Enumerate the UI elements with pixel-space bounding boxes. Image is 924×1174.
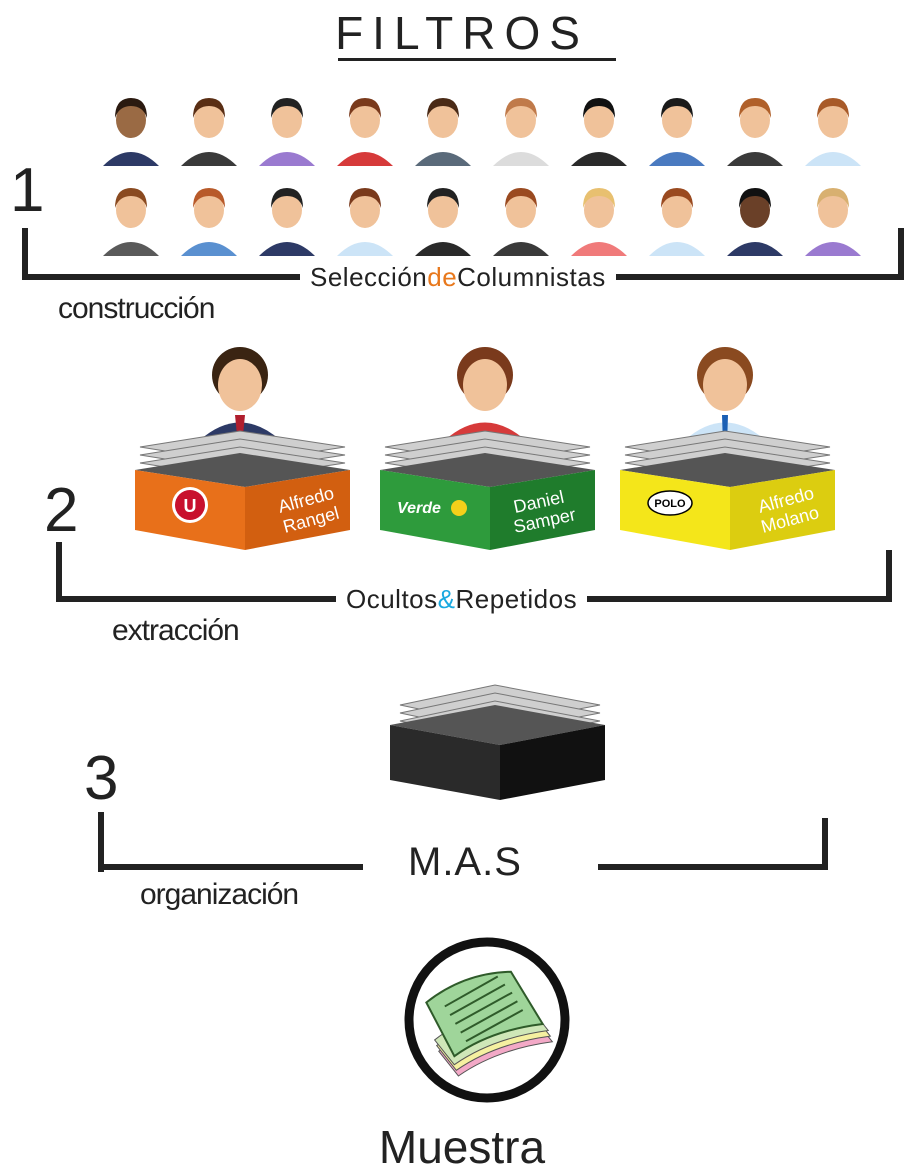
step3-title: M.A.S (408, 840, 522, 884)
columnists-avatar-grid (103, 98, 861, 256)
columnist-avatar (415, 188, 471, 256)
columnist-avatar (493, 188, 549, 256)
step1-bracket-left (22, 228, 28, 280)
columnist-avatar (805, 98, 861, 166)
mas-box (390, 684, 605, 800)
step1-title-part2: de (427, 262, 458, 292)
step2-bracket-left (56, 542, 62, 602)
columnist-avatar (103, 98, 159, 166)
columnist-avatar (415, 98, 471, 166)
columnist-avatar (493, 98, 549, 166)
columnist-avatar (181, 98, 237, 166)
step1-title-part1: Selección (310, 262, 428, 292)
svg-text:U: U (184, 496, 197, 516)
columnist-avatar (805, 188, 861, 256)
step-number-1: 1 (10, 156, 45, 225)
step2-label: extracción (112, 614, 240, 647)
box3-party: POLO (654, 498, 686, 510)
diagram-title: FILTROS (335, 7, 589, 59)
step2-bracket-right (886, 550, 892, 602)
step2-title-part1: Ocultos (346, 584, 438, 614)
step1-title-part3: Columnistas (457, 262, 606, 292)
columnist-avatar (571, 188, 627, 256)
columnist-avatar (259, 188, 315, 256)
step3-bracket-right (822, 818, 828, 870)
step1-bracket-right (898, 228, 904, 280)
columnist-avatar (103, 188, 159, 256)
columnist-avatar (727, 188, 783, 256)
columnist-avatar (649, 98, 705, 166)
columnist-avatar (181, 188, 237, 256)
step-number-3: 3 (84, 744, 119, 813)
step2-title: Ocultos&Repetidos (336, 584, 588, 615)
box-alfredo-rangel: U Alfredo Rangel (135, 347, 350, 550)
columnist-avatar (337, 98, 393, 166)
step2-title-part3: Repetidos (455, 584, 578, 614)
step3-bracket-bottom-right (598, 864, 828, 870)
step1-title: SeleccióndeColumnistas (300, 262, 616, 293)
step3-label: organización (140, 878, 299, 911)
columnist-avatar (571, 98, 627, 166)
box-alfredo-molano: POLO Alfredo Molano (620, 347, 835, 550)
title-underline (338, 58, 616, 61)
columnist-avatar (649, 188, 705, 256)
step3-bracket-left (98, 812, 104, 872)
step1-label: construcción (58, 292, 215, 325)
box-daniel-samper: Verde Daniel Samper (380, 347, 595, 550)
output-label: Muestra (378, 1121, 546, 1173)
box2-party: Verde (397, 500, 441, 517)
columnist-avatar (727, 98, 783, 166)
step-number-2: 2 (44, 476, 79, 545)
step3-bracket-bottom-left (98, 864, 363, 870)
sample-documents-icon (404, 937, 570, 1103)
step2-title-part2: & (437, 584, 456, 614)
columnist-boxes: U Alfredo Rangel Verde Daniel Samper (135, 347, 835, 550)
columnist-avatar (337, 188, 393, 256)
columnist-avatar (259, 98, 315, 166)
